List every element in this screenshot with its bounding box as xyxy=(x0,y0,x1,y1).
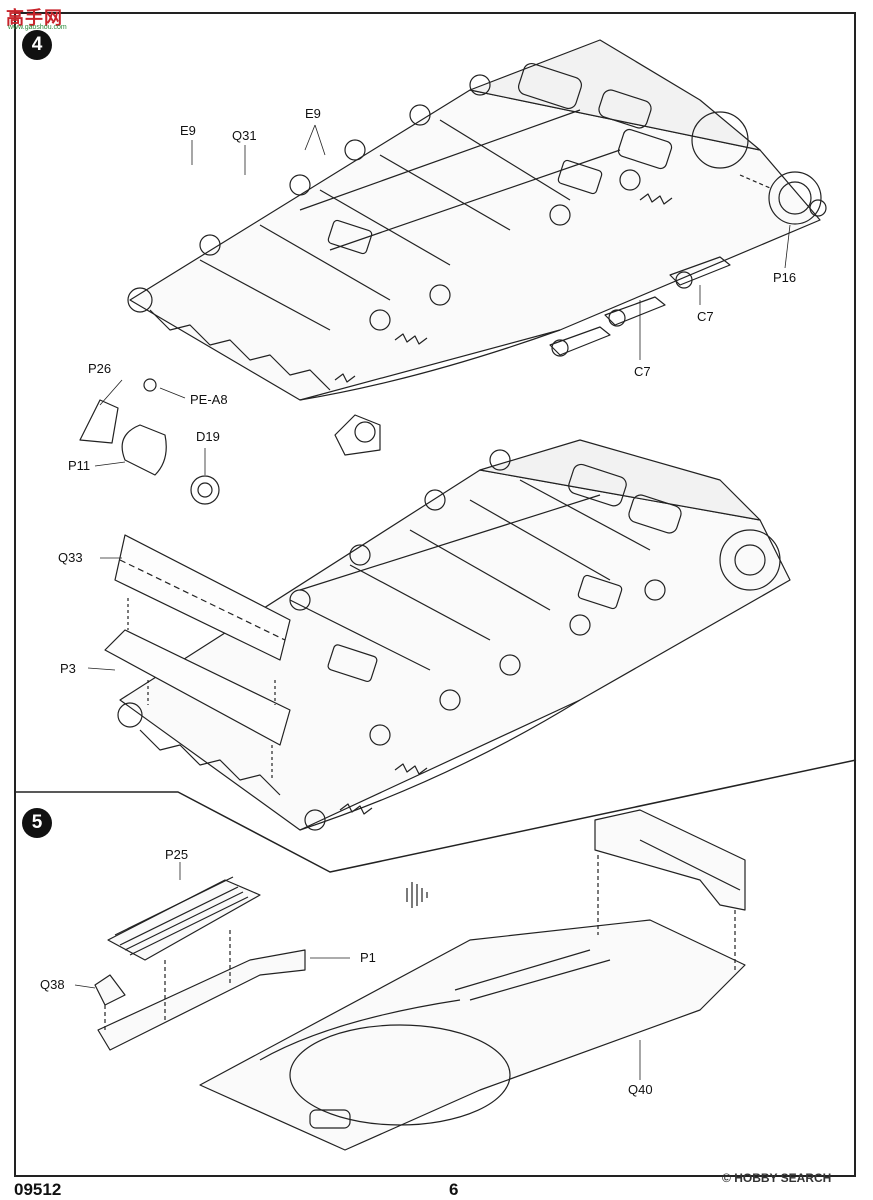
label-d19: D19 xyxy=(196,429,220,444)
label-p25: P25 xyxy=(165,847,189,862)
label-pe-a8: PE-A8 xyxy=(190,392,228,407)
lower-hull-drawing xyxy=(117,439,791,831)
label-p26: P26 xyxy=(88,361,112,376)
step-5-badge: 5 xyxy=(22,808,52,838)
parts-p25-p1-q38 xyxy=(74,862,641,1080)
label-p1: P1 xyxy=(360,950,376,965)
step-divider xyxy=(16,759,857,873)
cement-symbol-icon xyxy=(406,882,428,908)
product-code: 09512 xyxy=(14,1180,62,1199)
step-4-badge: 4 xyxy=(22,30,52,60)
label-q33: Q33 xyxy=(58,550,83,565)
label-p3: P3 xyxy=(60,661,76,676)
watermark-top-left-url: www.gaoshou.com xyxy=(8,24,67,31)
page-number: 6 xyxy=(449,1180,459,1199)
small-parts xyxy=(79,378,381,505)
floor-plate-q40 xyxy=(199,809,746,1151)
watermark-top-left: 高手网 xyxy=(6,8,63,28)
label-q38: Q38 xyxy=(40,977,65,992)
arms-c7 xyxy=(549,256,731,360)
label-e9-center: E9 xyxy=(305,106,321,121)
page-frame xyxy=(14,12,856,1177)
leader-lines-4 xyxy=(87,124,791,671)
label-e9-left: E9 xyxy=(180,123,196,138)
label-q31: Q31 xyxy=(232,128,257,143)
strips-q33-p3 xyxy=(104,534,291,780)
watermark-bottom-right: © HOBBY SEARCH xyxy=(722,1171,831,1185)
label-c7-lower: C7 xyxy=(634,364,651,379)
label-p16: P16 xyxy=(773,270,797,285)
label-q40: Q40 xyxy=(628,1082,653,1097)
sprocket-p16 xyxy=(739,171,827,225)
upper-hull-drawing xyxy=(127,39,821,401)
watermark-text: HOBBY SEARCH xyxy=(734,1171,832,1185)
label-c7-upper: C7 xyxy=(697,309,714,324)
label-p11: P11 xyxy=(68,458,91,473)
watermark-copyright: © xyxy=(722,1171,731,1185)
